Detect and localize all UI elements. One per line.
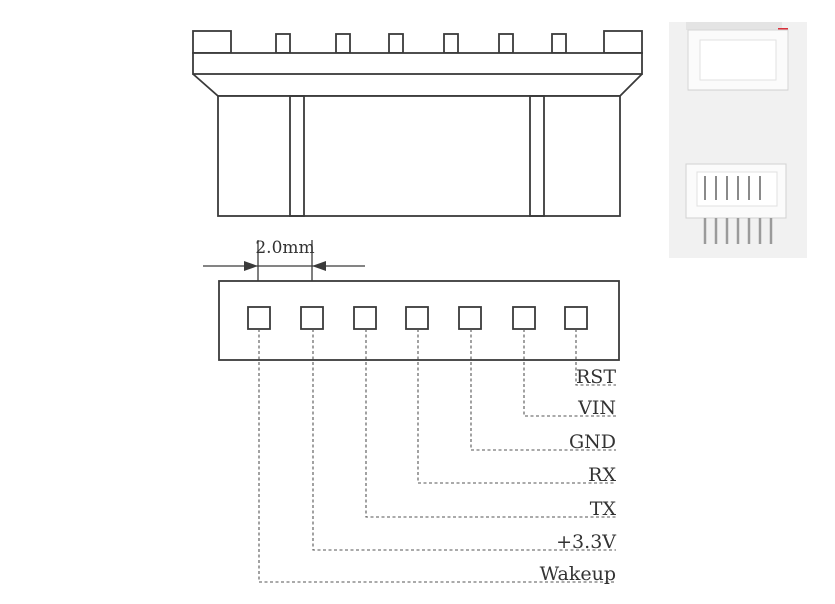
- pin-label-wakeup: Wakeup: [540, 563, 616, 585]
- pin-4: [405, 306, 429, 330]
- pin-label-rx: RX: [588, 464, 616, 486]
- pin-label-gnd: GND: [569, 431, 616, 453]
- connector-side-view: [192, 30, 643, 217]
- pin-label-tx: TX: [590, 498, 617, 520]
- pin-labels: RST VIN GND RX TX +3.3V Wakeup: [540, 366, 617, 585]
- pin-2: [300, 306, 324, 330]
- pin-label-vin: VIN: [577, 397, 616, 419]
- pin-leader-lines: [258, 329, 616, 583]
- pin-3: [353, 306, 377, 330]
- connector-face-view: [218, 280, 620, 361]
- pin-label-3v3: +3.3V: [556, 531, 616, 553]
- pin-label-rst: RST: [576, 366, 616, 388]
- pitch-label: 2.0mm: [255, 238, 314, 258]
- pin-5: [458, 306, 482, 330]
- connector-photo-icon: [669, 22, 807, 258]
